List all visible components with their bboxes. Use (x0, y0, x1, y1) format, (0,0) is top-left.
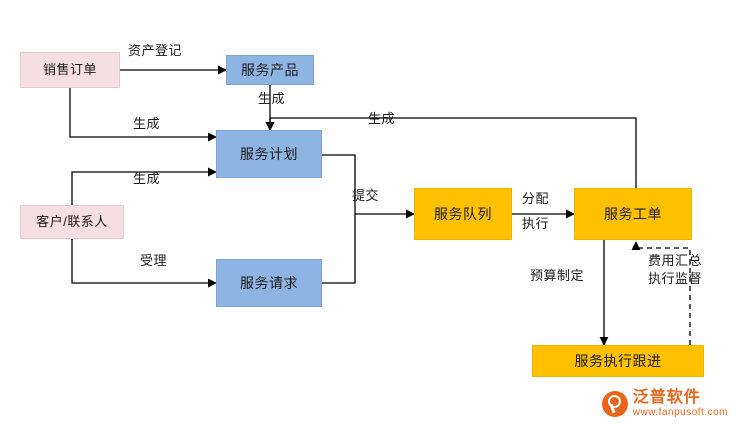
edge-plan-to-queue (322, 154, 415, 219)
edge-label-execute: 执行 (522, 216, 550, 231)
node-service-followup[interactable]: 服务执行跟进 (532, 345, 704, 377)
edge-sales-to-plan (69, 88, 217, 142)
node-service-workorder[interactable]: 服务工单 (574, 188, 692, 240)
edge-label-generate-product: 生成 (258, 91, 286, 106)
edge-label-generate-sales: 生成 (133, 116, 161, 131)
edge-label-budget-setting: 预算制定 (530, 268, 585, 283)
edge-label-generate-workorder: 生成 (368, 111, 396, 126)
node-sales-order[interactable]: 销售订单 (20, 52, 120, 88)
edge-label-asset-registration: 资产登记 (128, 43, 183, 58)
edge-label-submit: 提交 (352, 188, 380, 203)
edge-label-cost-summary: 费用汇总 (648, 253, 703, 268)
edge-label-assign: 分配 (522, 191, 550, 206)
edge-label-generate-customer: 生成 (133, 171, 161, 186)
node-service-request[interactable]: 服务请求 (216, 259, 322, 307)
edge-label-accept: 受理 (140, 253, 168, 268)
brand-logo: 泛普软件 www.fanpusoft.com (601, 390, 728, 418)
node-service-product[interactable]: 服务产品 (226, 55, 314, 85)
edge-workorder-to-plan (265, 117, 637, 188)
node-service-plan[interactable]: 服务计划 (216, 130, 322, 178)
brand-text: 泛普软件 www.fanpusoft.com (633, 390, 728, 418)
brand-name-en: www.fanpusoft.com (632, 407, 728, 418)
edge-customer-to-plan (71, 167, 217, 205)
edge-customer-to-request (71, 239, 217, 288)
fanpu-logo-icon (601, 391, 628, 417)
brand-name-cn: 泛普软件 (632, 389, 701, 406)
node-customer-contact[interactable]: 客户/联系人 (20, 205, 124, 239)
edge-label-execution-monitor: 执行监督 (648, 271, 703, 286)
edge-request-to-queue (322, 214, 356, 284)
edge-followup-to-workorder-dashed (631, 241, 691, 345)
node-service-queue[interactable]: 服务队列 (414, 188, 512, 240)
